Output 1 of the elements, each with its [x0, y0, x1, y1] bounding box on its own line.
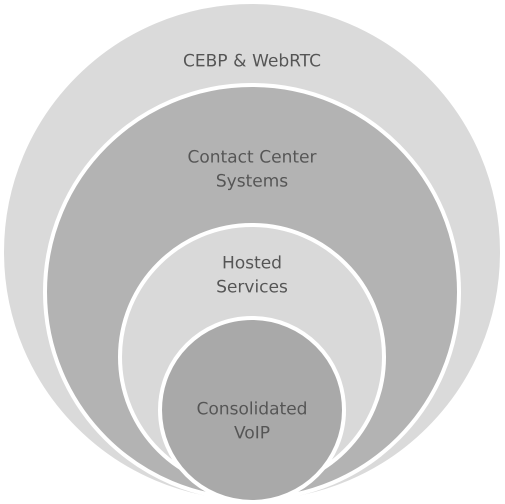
circle-band: Consolidated VoIP — [158, 316, 346, 504]
